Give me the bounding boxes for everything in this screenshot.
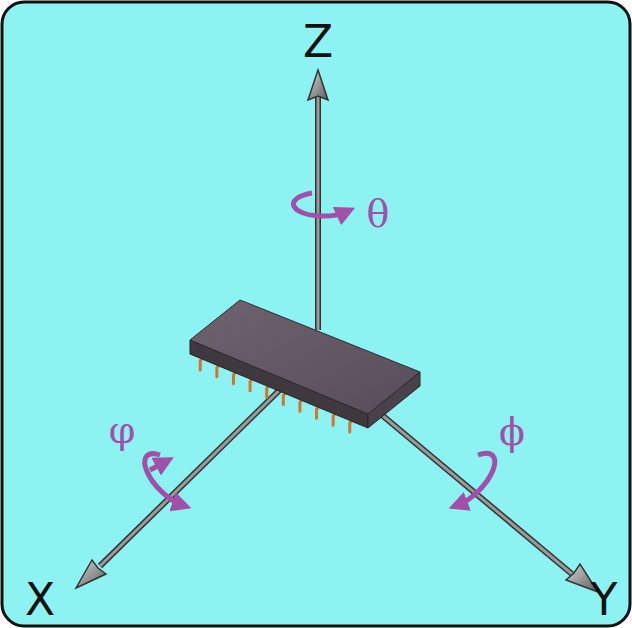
rotation-label: ϕ: [499, 413, 525, 451]
rotation-arrow-z: [293, 193, 346, 216]
axis-label: X: [25, 578, 55, 622]
rotation-label: φ: [109, 411, 136, 449]
axis-label: Z: [303, 20, 333, 64]
z-axis: [308, 70, 328, 330]
rotation-arrow-y: [458, 453, 495, 505]
rotation-label: θ: [367, 195, 390, 233]
rotation-arrow-x: [145, 454, 182, 505]
axis-label: Y: [591, 578, 618, 622]
x-axis: [76, 370, 300, 588]
ic-chip: [190, 300, 420, 432]
